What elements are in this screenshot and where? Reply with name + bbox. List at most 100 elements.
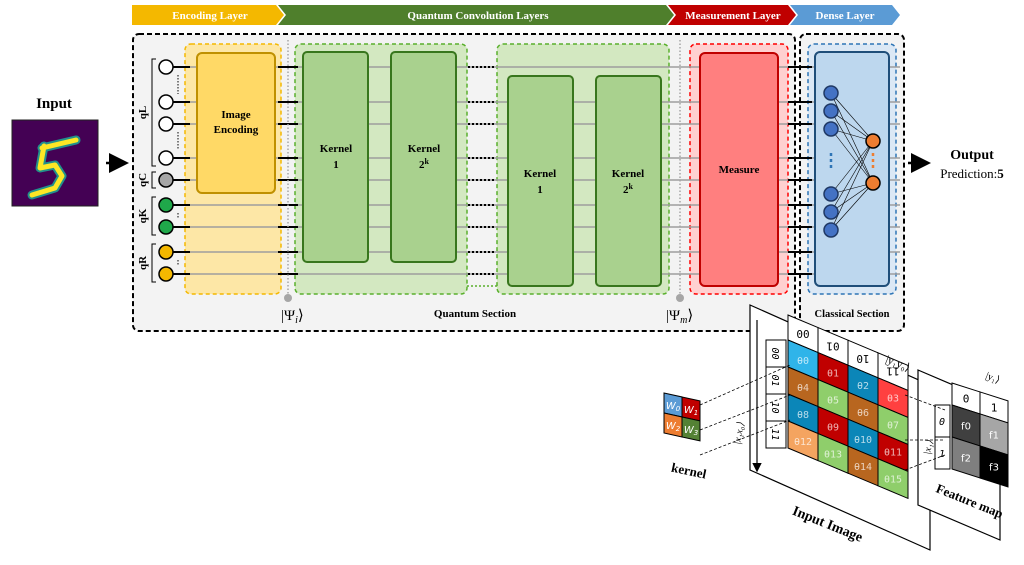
kernel-block-g1-2k bbox=[390, 51, 457, 263]
nn-edge bbox=[830, 182, 874, 213]
nn-input-node bbox=[823, 103, 839, 119]
banner-encoding-label: Encoding Layer bbox=[172, 10, 248, 22]
input-image-theta-label: θ1 bbox=[827, 368, 839, 379]
input-image-row-label: 10 bbox=[769, 401, 780, 413]
feature-map-row-register: |x₁⟩ bbox=[922, 439, 935, 455]
input-image-row-label: 00 bbox=[769, 347, 780, 359]
feature-map-col-register: |y₁⟩ bbox=[984, 371, 1002, 387]
feature-map-row-label: 1 bbox=[939, 449, 945, 460]
input-image-theta-label: θ9 bbox=[827, 422, 839, 433]
qubit-qK-circle bbox=[158, 197, 174, 213]
banner-encoding bbox=[132, 5, 284, 25]
layer-banner: Encoding Layer Quantum Convolution Layer… bbox=[132, 5, 900, 25]
register-bracket bbox=[151, 171, 156, 189]
psi-i-marker-dot bbox=[284, 294, 292, 302]
banner-measurement bbox=[668, 5, 796, 25]
input-image-theta-label: θ6 bbox=[857, 408, 869, 419]
kernel-block-g2-1 bbox=[507, 75, 574, 287]
kernel-g1-2k-label: Kernel bbox=[408, 143, 440, 155]
kernel-g2-2k-label: Kernel bbox=[612, 168, 644, 180]
feature-map-col-label: 0 bbox=[963, 392, 970, 405]
nn-input-node bbox=[823, 204, 839, 220]
psi-m-marker-dot bbox=[676, 294, 684, 302]
feature-map-row-label: 0 bbox=[939, 417, 945, 428]
nn-edge bbox=[830, 110, 874, 142]
feature-map-cell-label: f1 bbox=[989, 430, 999, 441]
encoding-label-2: Encoding bbox=[214, 124, 259, 136]
kernel-g1-2k-index: 2k bbox=[419, 157, 430, 171]
feature-map-cell-label: f2 bbox=[961, 453, 971, 464]
input-image-theta-label: θ2 bbox=[857, 381, 869, 392]
input-image-theta-label: θ11 bbox=[884, 448, 902, 459]
input-image-theta-label: θ10 bbox=[854, 435, 872, 446]
register-bracket bbox=[151, 243, 156, 283]
kernel-g2-1-index: 1 bbox=[537, 184, 543, 196]
measure-label: Measure bbox=[719, 164, 760, 176]
banner-measurement-label: Measurement Layer bbox=[685, 10, 781, 22]
input-image-theta-label: θ3 bbox=[887, 394, 899, 405]
nn-input-node bbox=[823, 85, 839, 101]
kernel-g2-1-label: Kernel bbox=[524, 168, 556, 180]
feature-map-cell-label: f3 bbox=[989, 462, 999, 473]
input-image-mnist bbox=[11, 119, 99, 207]
nn-edge bbox=[830, 92, 874, 142]
output-title: Output bbox=[950, 148, 994, 163]
nn-edge bbox=[830, 128, 874, 184]
input-image-theta-label: θ4 bbox=[797, 383, 809, 394]
kernel-title: kernel bbox=[670, 460, 708, 482]
register-label-qL: qL bbox=[137, 106, 149, 119]
qubit-qK-circle bbox=[158, 219, 174, 235]
feature-map-cell-label: f0 bbox=[961, 421, 971, 432]
input-image-cell bbox=[877, 458, 909, 500]
banner-dense-label: Dense Layer bbox=[816, 10, 875, 22]
convolution-detail: 00011011|y₁y₀⟩00011011θ0θ1θ2θ3θ4θ5θ6θ7θ8… bbox=[663, 304, 1009, 551]
register-bracket bbox=[151, 196, 156, 236]
quantum-section-label: Quantum Section bbox=[434, 308, 516, 320]
image-encoding-block bbox=[196, 52, 276, 194]
neural-network bbox=[823, 85, 881, 238]
input-image-theta-label: θ13 bbox=[824, 449, 842, 460]
nn-edge bbox=[830, 182, 874, 231]
register-label-qC: qC bbox=[137, 173, 149, 187]
input-image-row-label: 01 bbox=[769, 374, 780, 386]
feature-map-row-header bbox=[934, 436, 951, 470]
psi-initial-label: |Ψi⟩ bbox=[281, 308, 304, 326]
register-label-qK: qK bbox=[137, 208, 149, 223]
kernel-projection bbox=[699, 364, 791, 406]
input-image-row-label: 11 bbox=[769, 428, 780, 440]
nn-output-node bbox=[865, 133, 881, 149]
nn-output-node bbox=[865, 175, 881, 191]
measure-block bbox=[699, 52, 779, 287]
feature-map-projection bbox=[904, 394, 946, 411]
kernel-g1-1-index: 1 bbox=[333, 159, 339, 171]
input-image-theta-label: θ15 bbox=[884, 475, 902, 486]
kernel-projection bbox=[699, 419, 791, 456]
nn-input-node bbox=[823, 186, 839, 202]
banner-dense bbox=[790, 5, 900, 25]
psi-measured-label: |Ψm⟩ bbox=[666, 308, 693, 326]
feature-map-col-label: 1 bbox=[991, 401, 998, 414]
input-image-col-label: 10 bbox=[856, 352, 869, 365]
kernel-block-g1-1 bbox=[302, 51, 369, 263]
register-bracket bbox=[151, 58, 156, 167]
nn-input-node bbox=[823, 222, 839, 238]
kernel-block-g2-2k bbox=[595, 75, 662, 287]
nn-input-node bbox=[823, 121, 839, 137]
feature-map-projection bbox=[904, 454, 946, 471]
input-image-col-label: 11 bbox=[886, 365, 899, 378]
kernel-g1-1-label: Kernel bbox=[320, 143, 352, 155]
input-image-theta-label: θ14 bbox=[854, 462, 872, 473]
encoding-label-1: Image bbox=[221, 109, 250, 121]
qubit-qL-circle bbox=[158, 116, 174, 132]
nn-edge bbox=[830, 110, 874, 184]
register-label-qR: qR bbox=[137, 255, 149, 270]
qubit-qL-circle bbox=[158, 59, 174, 75]
qubit-qL-circle bbox=[158, 94, 174, 110]
output-prediction: Prediction:5 bbox=[940, 166, 1004, 181]
input-image-col-label: 01 bbox=[826, 339, 839, 352]
qubit-qC-circle bbox=[158, 172, 174, 188]
feature-map-cell bbox=[979, 445, 1009, 488]
kernel-weight-cell bbox=[681, 416, 701, 442]
qubit-qR-circle bbox=[158, 244, 174, 260]
